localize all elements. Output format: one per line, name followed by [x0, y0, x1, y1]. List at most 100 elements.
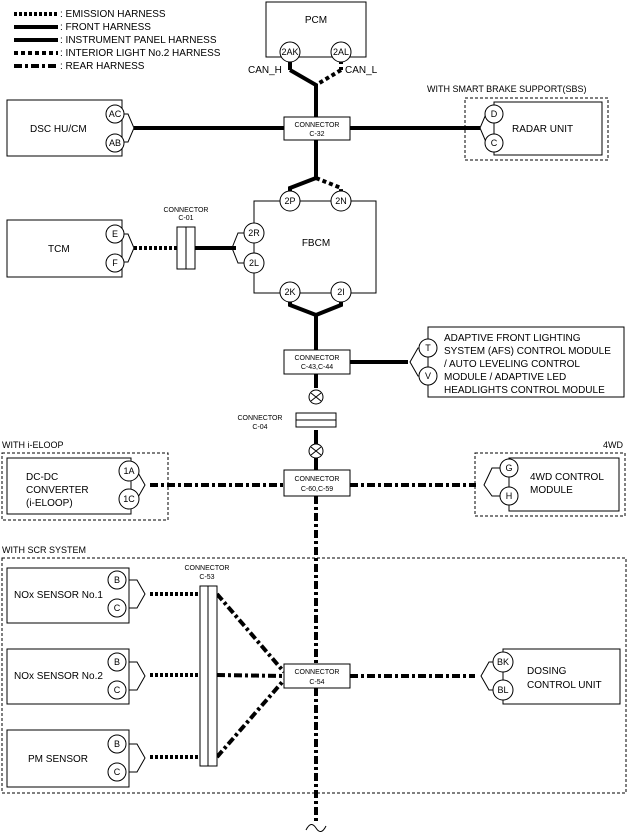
pin-circle: [499, 458, 519, 478]
connector-c04-id: C-04: [252, 424, 267, 431]
legend: : EMISSION HARNESS : FRONT HARNESS : INS…: [14, 9, 221, 72]
nox2-pin-c: C: [114, 685, 121, 695]
pin-circle: [243, 222, 265, 244]
wire-fbcm-2i: [315, 300, 343, 317]
nox1-pin-b: B: [114, 575, 120, 585]
connector-c43-id: C-43,C-44: [301, 364, 333, 371]
pin-circle: [105, 253, 125, 273]
wire-pcm-canh: [289, 68, 318, 118]
pin-circle: [330, 41, 352, 63]
4wd-label-line1: 4WD CONTROL: [530, 472, 604, 483]
group-sbs: WITH SMART BRAKE SUPPORT(SBS): [427, 84, 609, 161]
tcm-module: TCM E F: [6, 219, 135, 278]
legend-label-rear: : REAR HARNESS: [60, 61, 145, 72]
dosing-pin-bl: BL: [497, 685, 508, 695]
connector-c53-id: C-53: [199, 574, 214, 581]
pin-circle: [492, 679, 514, 701]
afs-module: ADAPTIVE FRONT LIGHTING SYSTEM (AFS) CON…: [409, 326, 625, 398]
group-scr: WITH SCR SYSTEM: [1, 545, 627, 794]
wire-c32-fbcm-2p: [288, 140, 318, 195]
pcm-pin-2ak: 2AK: [281, 47, 298, 57]
connector-c04-label: CONNECTOR: [238, 415, 283, 422]
continuation-break: [305, 824, 327, 832]
dcdc-pin-1c: 1C: [123, 494, 135, 504]
dcdc-label-line2: CONVERTER: [26, 485, 89, 496]
group-sbs-label: WITH SMART BRAKE SUPPORT(SBS): [427, 84, 587, 94]
afs-pin-v: V: [425, 371, 431, 381]
radar-pin-d: D: [491, 109, 498, 119]
dcdc-pin-1a: 1A: [123, 466, 134, 476]
dcdc-module: DC-DC CONVERTER (i-ELOOP) 1A 1C: [6, 457, 146, 515]
pin-circle: [279, 281, 301, 303]
connector-c54-label: CONNECTOR: [295, 669, 340, 676]
legend-label-instrument-panel: : INSTRUMENT PANEL HARNESS: [60, 35, 217, 46]
radar-module: RADAR UNIT D C: [479, 101, 603, 156]
pin-circle: [118, 488, 140, 510]
afs-label-line2: SYSTEM (AFS) CONTROL MODULE: [444, 346, 611, 357]
connector-c60-label: CONNECTOR: [295, 476, 340, 483]
dcdc-label-line3: (i-ELOOP): [26, 498, 73, 509]
legend-label-emission: : EMISSION HARNESS: [60, 9, 166, 20]
group-4wd-label: 4WD: [603, 440, 624, 450]
group-4wd: 4WD: [474, 440, 626, 517]
dosing-module: DOSING CONTROL UNIT BK BL: [480, 648, 621, 705]
dosing-label-line2: CONTROL UNIT: [527, 680, 602, 691]
fbcm-pin-2l: 2L: [249, 258, 259, 268]
nox2-label: NOx SENSOR No.2: [14, 671, 103, 682]
connector-c32: CONNECTOR C-32: [283, 116, 351, 141]
pin-circle: [107, 734, 127, 754]
pin-circle: [107, 570, 127, 590]
group-scr-label: WITH SCR SYSTEM: [2, 545, 86, 555]
connector-c43-c44: CONNECTOR C-43,C-44: [283, 349, 351, 375]
afs-label-line3: / AUTO LEVELING CONTROL: [444, 359, 580, 370]
pin-circle: [105, 133, 125, 153]
group-ieloop-label: WITH i-ELOOP: [2, 440, 64, 450]
fbcm-module: FBCM 2P 2N 2R 2L 2K 2I: [231, 190, 377, 303]
fbcm-label: FBCM: [302, 238, 330, 249]
dosing-label-line1: DOSING: [527, 666, 567, 677]
pin-circle: [118, 460, 140, 482]
pm-pin-c: C: [114, 767, 121, 777]
radar-pin-c: C: [491, 138, 498, 148]
afs-label-line1: ADAPTIVE FRONT LIGHTING: [444, 333, 581, 344]
radar-label: RADAR UNIT: [512, 124, 573, 135]
nox1-pin-c: C: [114, 603, 121, 613]
nox2-sensor: NOx SENSOR No.2 B C: [6, 648, 146, 705]
twist-symbol-lower: [308, 443, 324, 459]
pin-circle: [107, 680, 127, 700]
wire-pcm-canl: [314, 68, 343, 87]
pin-circle: [107, 598, 127, 618]
4wd-pin-h: H: [506, 491, 513, 501]
fbcm-pin-2r: 2R: [248, 228, 260, 238]
pcm-pin-2al: 2AL: [333, 47, 349, 57]
group-ieloop: WITH i-ELOOP: [1, 440, 169, 521]
pm-label: PM SENSOR: [28, 754, 88, 765]
dsc-label: DSC HU/CM: [30, 124, 87, 135]
pin-circle: [107, 652, 127, 672]
pin-circle: [105, 104, 125, 124]
afs-label-line4: MODULE / ADAPTIVE LED: [444, 372, 566, 383]
connector-c54-id: C-54: [309, 679, 324, 686]
fbcm-pin-2p: 2P: [284, 196, 295, 206]
signal-can-h: CAN_H: [248, 65, 282, 76]
pin-circle: [330, 190, 352, 212]
dcdc-label-line1: DC-DC: [26, 472, 58, 483]
pcm-label: PCM: [305, 15, 327, 26]
pin-circle: [484, 104, 504, 124]
pin-circle: [243, 252, 265, 274]
nox2-pin-b: B: [114, 657, 120, 667]
connector-c32-label: CONNECTOR: [295, 122, 340, 129]
wire-fbcm-2k: [288, 300, 318, 350]
dsc-pin-ac: AC: [109, 109, 122, 119]
nox1-sensor: NOx SENSOR No.1 B C: [6, 567, 146, 624]
connector-c43-label: CONNECTOR: [295, 355, 340, 362]
wire-c53-c54-c: [215, 678, 286, 759]
wire-c53-c54-b: [216, 673, 285, 678]
pin-circle: [105, 224, 125, 244]
connector-c04: CONNECTOR C-04: [238, 412, 337, 431]
afs-label-line5: HEADLIGHTS CONTROL MODULE: [444, 385, 605, 396]
connector-c53-label: CONNECTOR: [185, 565, 230, 572]
pin-circle: [484, 133, 504, 153]
pm-sensor: PM SENSOR B C: [6, 729, 146, 788]
